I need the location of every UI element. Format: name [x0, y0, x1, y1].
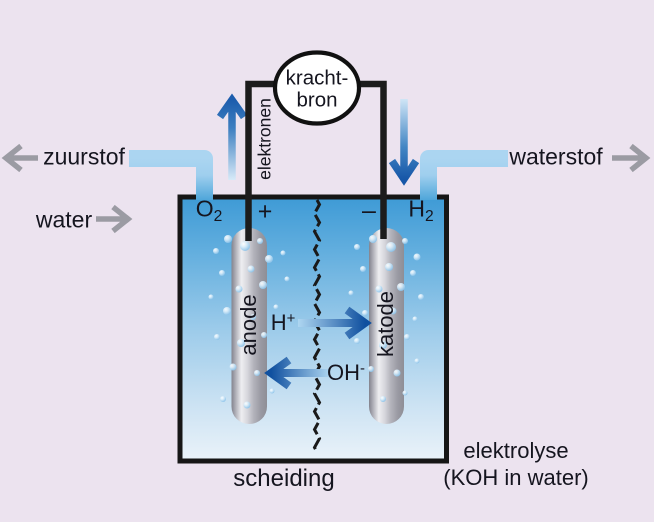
h-ion-label: H+ [270, 309, 296, 336]
electrolyte-liquid [182, 199, 444, 459]
o2-subscript: 2 [213, 207, 223, 225]
h-ion-base: H [270, 310, 287, 336]
oh-ion-superscript: - [360, 359, 365, 377]
caption-line2: (KOH in water) [443, 465, 589, 490]
oh-ion-base: OH [327, 360, 361, 386]
o2-formula: O2 [196, 197, 223, 224]
h-ion-arrow [298, 306, 372, 340]
water-in-label: water [35, 206, 93, 233]
anode-wire [245, 80, 280, 241]
cathode-label: katode [373, 290, 398, 358]
power-source-line1: kracht- [285, 66, 349, 90]
anode-label: anode [236, 294, 261, 356]
caption-line1: elektrolyse [463, 438, 569, 463]
water-in-arrow-icon [96, 204, 133, 234]
h2-formula: H2 [408, 197, 433, 224]
oh-ion-arrow [264, 356, 330, 390]
power-source-label: kracht- bron [285, 66, 349, 111]
h2-subscript: 2 [424, 207, 434, 225]
oxygen-outlet-pipe [129, 150, 213, 200]
cathode-sign: – [362, 196, 376, 225]
hydrogen-out-label: waterstof [509, 143, 603, 170]
power-source-circle [272, 50, 362, 126]
electrons-label: elektronen [254, 98, 275, 180]
oxygen-out-arrow-icon [1, 143, 38, 173]
electron-up-arrow-icon [216, 93, 248, 180]
h2-base: H [408, 195, 425, 222]
oxygen-out-label: zuurstof [43, 143, 125, 170]
tank-border [177, 194, 449, 464]
o2-base: O [195, 195, 214, 222]
cathode-wire [354, 80, 387, 239]
oh-ion-label: OH- [327, 359, 365, 386]
gas-bubbles [208, 235, 424, 409]
power-source-line2: bron [296, 88, 338, 111]
anode-sign: + [257, 197, 273, 226]
hydrogen-out-arrow-icon [612, 143, 651, 173]
separator-label: scheiding [233, 465, 335, 492]
electron-down-arrow-icon [388, 99, 420, 186]
hydrogen-outlet-pipe [420, 150, 508, 200]
h-ion-superscript: + [286, 309, 296, 327]
